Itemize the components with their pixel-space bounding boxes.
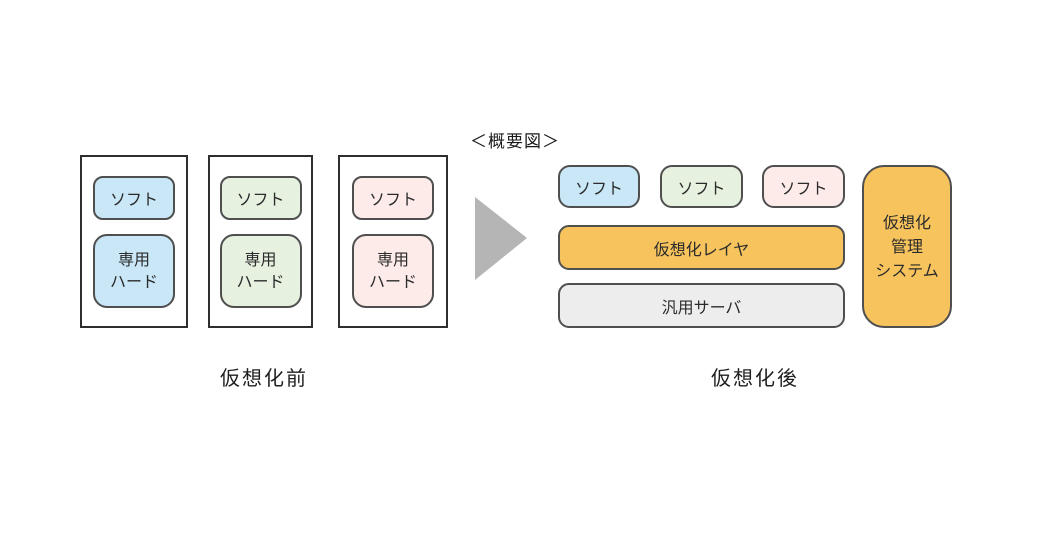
dedicated-server-1: ソフト 専用 ハード <box>80 155 188 328</box>
dedicated-hardware-box: 専用 ハード <box>352 233 434 308</box>
software-box: ソフト <box>558 165 640 208</box>
after-virtualization-label: 仮想化後 <box>711 366 799 390</box>
right-arrow-icon <box>475 197 527 280</box>
before-virtualization-label: 仮想化前 <box>220 366 308 390</box>
software-box: ソフト <box>660 165 743 208</box>
software-box: ソフト <box>93 175 175 220</box>
software-box: ソフト <box>219 175 302 220</box>
generic-server-box: 汎用サーバ <box>558 283 845 328</box>
software-box: ソフト <box>762 165 845 208</box>
dedicated-server-2: ソフト 専用 ハード <box>208 155 313 328</box>
virtualization-management-system-box: 仮想化 管理 システム <box>862 165 952 328</box>
diagram-title: ＜概要図＞ <box>470 132 560 152</box>
software-box: ソフト <box>352 175 434 220</box>
dedicated-server-3: ソフト 専用 ハード <box>338 155 448 328</box>
dedicated-hardware-box: 専用 ハード <box>219 233 302 308</box>
dedicated-hardware-box: 専用 ハード <box>93 233 175 308</box>
virtualization-layer-box: 仮想化レイヤ <box>558 225 845 270</box>
